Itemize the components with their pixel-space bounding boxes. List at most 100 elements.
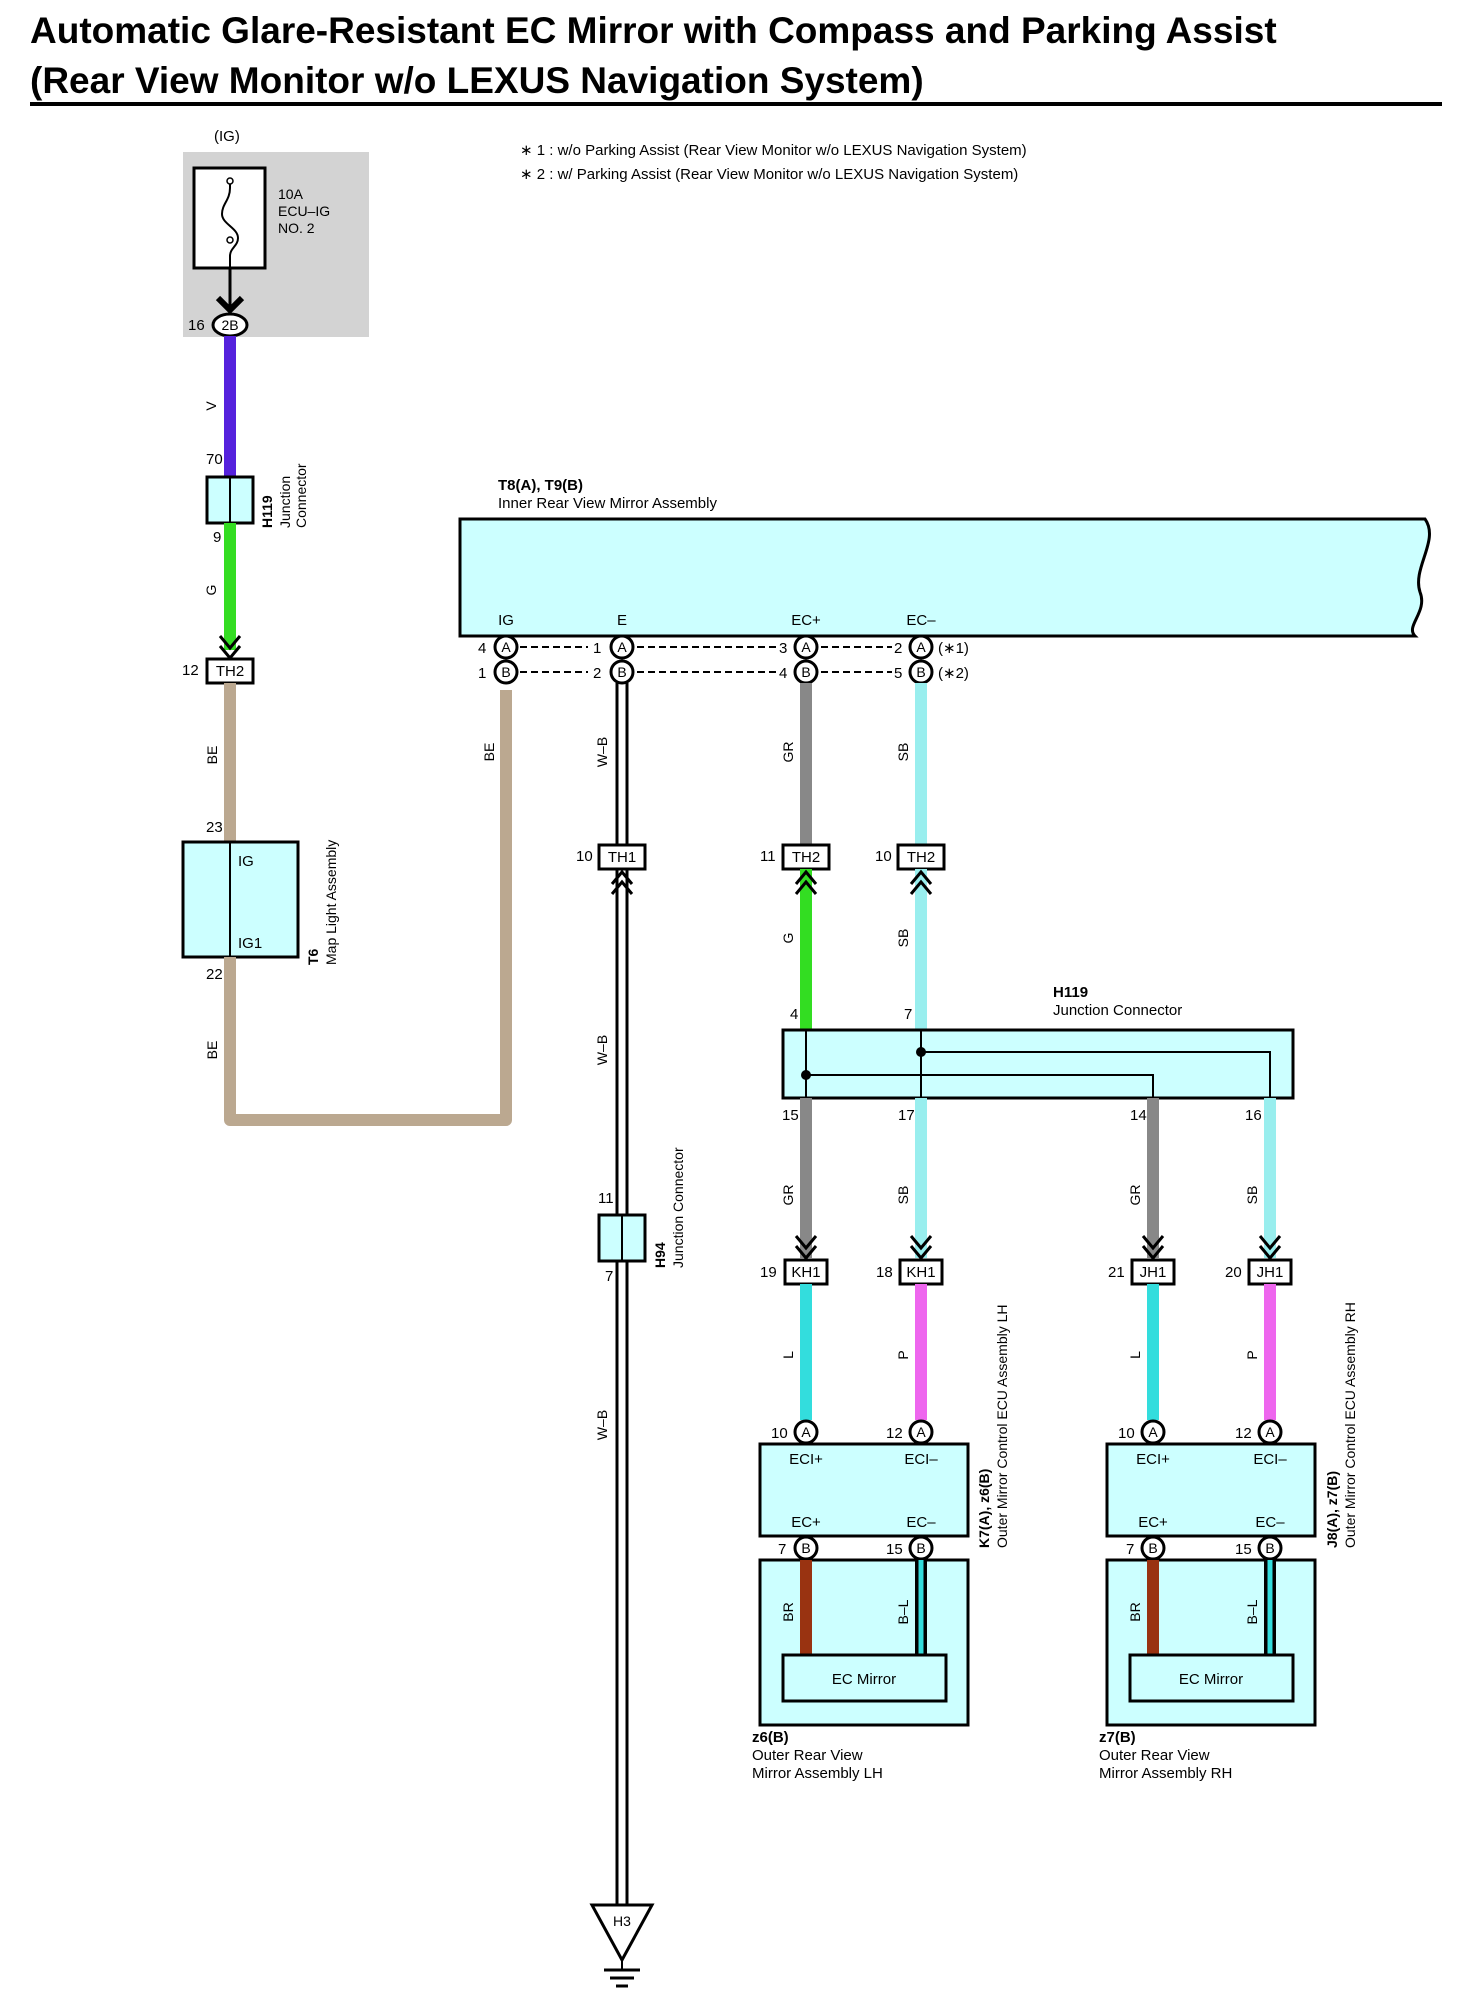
jh1-pin-20: 20 bbox=[1225, 1264, 1242, 1281]
wire-code-gr-2: GR bbox=[780, 1185, 796, 1206]
page-title: Automatic Glare-Resistant EC Mirror with… bbox=[30, 6, 1277, 106]
inner-mirror-row-a: 4 A 1 A 3 A 2 A (∗1) bbox=[478, 634, 969, 660]
inner-mirror-assembly bbox=[458, 517, 1431, 638]
fuse-connector-label: 2B bbox=[221, 317, 238, 333]
h119-main-connector bbox=[781, 1028, 1295, 1100]
ecu-rh-letter-b-1: B bbox=[1148, 1540, 1157, 1556]
h119-main-pin-14: 14 bbox=[1130, 1107, 1147, 1124]
row-b-letter-ig: B bbox=[501, 664, 510, 680]
outer-mirror-lh-name-2: Mirror Assembly LH bbox=[752, 1765, 883, 1782]
kh1-label-2: KH1 bbox=[906, 1264, 935, 1281]
h119-left-name-2: Connector bbox=[293, 463, 309, 528]
row-b-letter-e: B bbox=[617, 664, 626, 680]
row-b-pin-ecp: 4 bbox=[779, 665, 787, 682]
ecu-rh-pin-a-10: 10 bbox=[1118, 1425, 1135, 1442]
wire-code-g-left: G bbox=[203, 585, 219, 596]
h119-main-pin-7: 7 bbox=[904, 1006, 912, 1023]
ecu-lh-terminal-eci-m: ECI– bbox=[904, 1451, 938, 1468]
kh1-pin-19: 19 bbox=[760, 1264, 777, 1281]
ecu-rh-pin-b-7: 7 bbox=[1126, 1541, 1134, 1558]
h119-left-pin-bottom: 9 bbox=[213, 529, 221, 546]
th2-gr-connector bbox=[781, 843, 831, 871]
inner-mirror-name: Inner Rear View Mirror Assembly bbox=[498, 495, 717, 512]
map-light-name: Map Light Assembly bbox=[323, 840, 339, 965]
kh1-label-1: KH1 bbox=[791, 1264, 820, 1281]
wire-code-wb-1: W–B bbox=[594, 737, 610, 767]
th2-left-pin: 12 bbox=[182, 662, 199, 679]
outer-mirror-rh-name-2: Mirror Assembly RH bbox=[1099, 1765, 1232, 1782]
ground-label: H3 bbox=[613, 1913, 631, 1929]
wire-code-gr-1: GR bbox=[780, 742, 796, 763]
wire-code-wb-3: W–B bbox=[594, 1410, 610, 1440]
fuse-pin: 16 bbox=[188, 317, 205, 334]
inner-mirror-terminal-ig: IG bbox=[498, 612, 514, 629]
wire-code-sb-4: SB bbox=[1244, 1186, 1260, 1205]
inner-mirror-code: T8(A), T9(B) bbox=[498, 477, 583, 494]
outer-mirror-rh-code: z7(B) bbox=[1099, 1729, 1136, 1746]
row-b-pin-e: 2 bbox=[593, 665, 601, 682]
fuse-rating: 10A bbox=[278, 186, 304, 202]
kh1-pin-18: 18 bbox=[876, 1264, 893, 1281]
ecu-lh-terminal-ec-p: EC+ bbox=[791, 1514, 821, 1531]
ecu-rh-terminal-eci-m: ECI– bbox=[1253, 1451, 1287, 1468]
h119-main-name: Junction Connector bbox=[1053, 1002, 1182, 1019]
h119-left-pin-top: 70 bbox=[206, 451, 223, 468]
h119-main-pin-16: 16 bbox=[1245, 1107, 1262, 1124]
note-2: ∗ 2 : w/ Parking Assist (Rear View Monit… bbox=[520, 166, 1018, 183]
outer-mirror-rh: BR B–L EC Mirror z7(B) Outer Rear View M… bbox=[1099, 1558, 1317, 1782]
outer-mirror-lh-code: z6(B) bbox=[752, 1729, 789, 1746]
outer-mirror-lh-name-1: Outer Rear View bbox=[752, 1747, 863, 1764]
ecu-lh-letter-b-2: B bbox=[916, 1540, 925, 1556]
ecu-rh-terminal-eci-p: ECI+ bbox=[1136, 1451, 1170, 1468]
ecu-rh-pin-b-15: 15 bbox=[1235, 1541, 1252, 1558]
th2-sb-connector bbox=[896, 843, 946, 871]
wire-code-p-1: P bbox=[895, 1350, 911, 1359]
ecu-rh-letter-a-1: A bbox=[1148, 1424, 1158, 1440]
th2-gr-pin: 11 bbox=[760, 848, 776, 865]
wire-code-be-2: BE bbox=[204, 1041, 220, 1060]
ecu-lh-code: K7(A), z6(B) bbox=[976, 1469, 992, 1548]
outer-mirror-lh: BR B–L EC Mirror z6(B) Outer Rear View M… bbox=[752, 1558, 970, 1782]
ecu-rh-pin-a-12: 12 bbox=[1235, 1425, 1252, 1442]
row-a-letter-ecp: A bbox=[801, 639, 811, 655]
jh1-label-2: JH1 bbox=[1257, 1264, 1284, 1281]
inner-mirror-row-b: 1 B 2 B 4 B 5 B (∗2) bbox=[478, 659, 969, 685]
wire-code-p-2: P bbox=[1244, 1350, 1260, 1359]
outer-mirror-rh-name-1: Outer Rear View bbox=[1099, 1747, 1210, 1764]
fuse-box: (IG) 10A ECU–IG NO. 2 16 2B bbox=[183, 128, 369, 338]
wire-code-g-right: G bbox=[780, 933, 796, 944]
row-a-note: (∗1) bbox=[938, 640, 969, 657]
ecu-lh-terminal-eci-p: ECI+ bbox=[789, 1451, 823, 1468]
fuse-element-icon bbox=[220, 178, 240, 268]
h94-pin-top: 11 bbox=[598, 1190, 614, 1207]
h119-main-pin-17: 17 bbox=[898, 1107, 915, 1124]
h119-main-code: H119 bbox=[1053, 984, 1088, 1001]
ecu-lh-pin-a-12: 12 bbox=[886, 1425, 903, 1442]
fuse-supply-label: (IG) bbox=[214, 128, 240, 145]
ecu-rh: 10 A 12 A ECI+ ECI– EC+ EC– 7 B 15 B J8(… bbox=[1105, 1302, 1358, 1561]
kh1-connector-2 bbox=[898, 1258, 944, 1286]
wire-code-l-2: L bbox=[1127, 1351, 1143, 1359]
ec-mirror-rh-label: EC Mirror bbox=[1179, 1671, 1243, 1688]
row-a-pin-ecm: 2 bbox=[894, 640, 902, 657]
row-b-letter-ecm: B bbox=[916, 664, 925, 680]
map-light-pin-bottom: 22 bbox=[206, 966, 223, 983]
th1-label: TH1 bbox=[608, 849, 636, 866]
ecu-rh-letter-a-2: A bbox=[1265, 1424, 1275, 1440]
ecu-rh-code: J8(A), z7(B) bbox=[1324, 1471, 1340, 1548]
row-b-pin-ecm: 5 bbox=[894, 665, 902, 682]
h119-main-pin-15: 15 bbox=[782, 1107, 799, 1124]
title-rule bbox=[30, 102, 1442, 106]
inner-mirror-terminal-ecm: EC– bbox=[906, 612, 936, 629]
jh1-label-1: JH1 bbox=[1140, 1264, 1167, 1281]
row-b-note: (∗2) bbox=[938, 665, 969, 682]
h119-left-code: H119 bbox=[259, 495, 275, 528]
row-a-pin-ig: 4 bbox=[478, 640, 486, 657]
map-light-terminal-ig: IG bbox=[238, 853, 254, 870]
jh1-connector-2 bbox=[1247, 1258, 1293, 1286]
h94-name: Junction Connector bbox=[670, 1147, 686, 1268]
map-light-assembly bbox=[181, 840, 300, 959]
title-line-1: Automatic Glare-Resistant EC Mirror with… bbox=[30, 10, 1277, 51]
wire-code-br-rh: BR bbox=[1127, 1602, 1143, 1621]
